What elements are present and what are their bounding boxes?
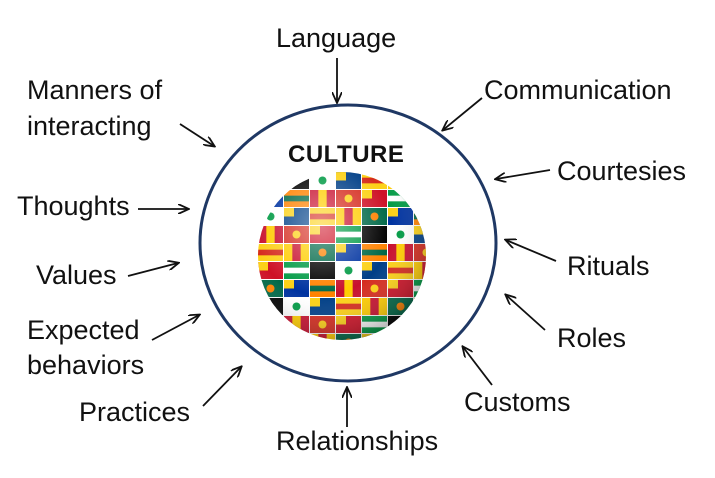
label-expected-line2: behaviors (27, 350, 145, 380)
label-manners-line1: Manners of (27, 75, 163, 105)
arrow-courtesies (496, 169, 551, 179)
arrow-rituals (506, 240, 557, 262)
label-thoughts: Thoughts (17, 191, 130, 221)
label-relationships: Relationships (276, 426, 439, 456)
arrow-customs (463, 347, 493, 386)
center-title: CULTURE (288, 141, 405, 168)
arrow-roles (506, 295, 546, 331)
culture-ring (198, 103, 498, 383)
label-expected-line1: Expected (27, 315, 140, 345)
label-customs: Customs (464, 387, 571, 417)
label-language: Language (276, 23, 397, 53)
label-rituals: Rituals (567, 251, 650, 281)
label-courtesies: Courtesies (557, 156, 687, 186)
label-manners-line2: interacting (27, 111, 152, 141)
arrow-expected (151, 315, 199, 341)
globe-shading (258, 172, 426, 340)
arrow-values (127, 263, 178, 277)
label-practices: Practices (79, 397, 191, 427)
arrow-manners (179, 123, 214, 146)
arrow-practices (202, 367, 241, 407)
label-communication: Communication (484, 75, 672, 105)
arrow-communication (443, 97, 483, 130)
label-roles: Roles (557, 323, 627, 353)
label-values: Values (36, 260, 117, 290)
